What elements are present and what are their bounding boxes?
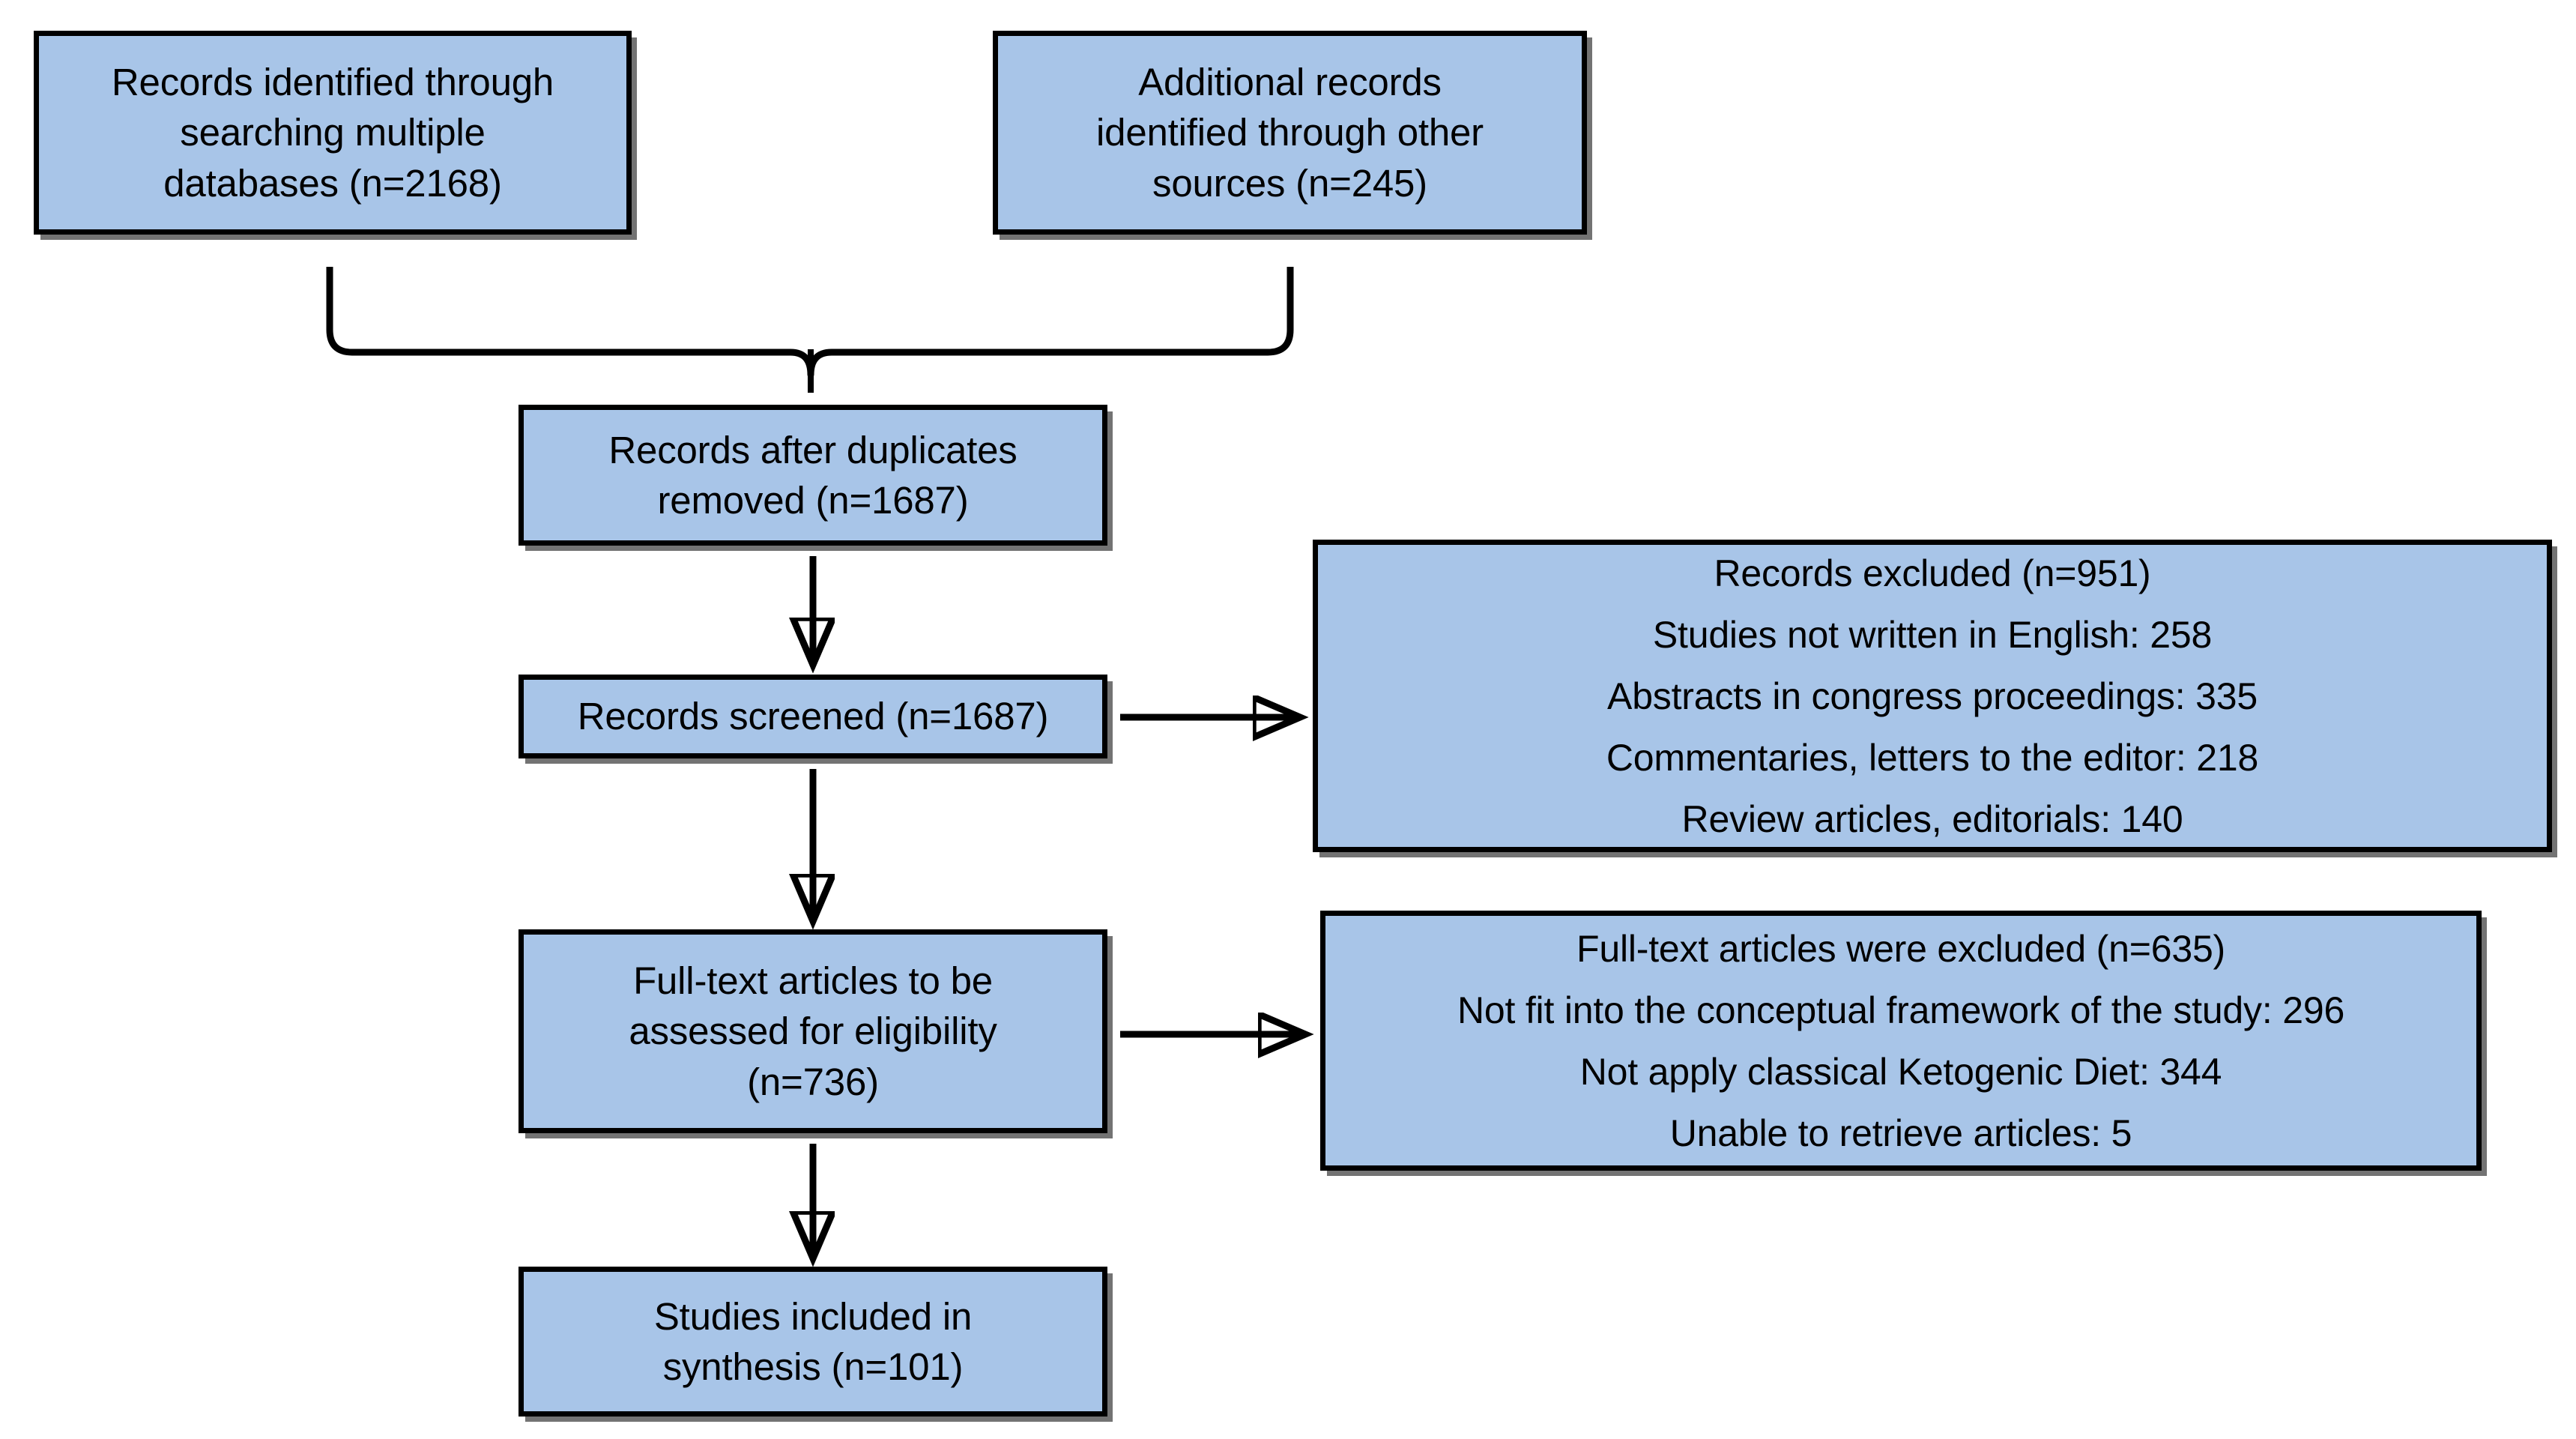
fulltext-excluded-line: Full-text articles were excluded (n=635) [1576,927,2225,970]
fulltext-excluded-line: Not apply classical Ketogenic Diet: 344 [1579,1050,2222,1093]
node-additional-records-other-sources: Additional records identified through ot… [993,31,1587,235]
records-excluded-line-list: Records excluded (n=951) Studies not wri… [1318,549,2547,844]
node-records-screened: Records screened (n=1687) [518,675,1107,758]
node-fulltext-articles-excluded: Full-text articles were excluded (n=635)… [1320,911,2482,1171]
fulltext-excluded-line: Not fit into the conceptual framework of… [1457,989,2345,1031]
node-additional-records-other-sources-label: Additional records identified through ot… [1096,61,1484,205]
node-studies-included-in-synthesis: Studies included in synthesis (n=101) [518,1267,1107,1417]
node-records-excluded: Records excluded (n=951) Studies not wri… [1313,540,2552,852]
node-fulltext-articles-assessed-label: Full-text articles to be assessed for el… [629,959,997,1103]
node-records-identified-databases: Records identified through searching mul… [34,31,632,235]
node-fulltext-articles-assessed: Full-text articles to be assessed for el… [518,929,1107,1133]
records-excluded-line: Review articles, editorials: 140 [1681,797,2183,840]
records-excluded-line: Abstracts in congress proceedings: 335 [1607,675,2258,717]
node-records-after-duplicates-removed: Records after duplicates removed (n=1687… [518,405,1107,546]
node-studies-included-in-synthesis-label: Studies included in synthesis (n=101) [653,1294,973,1388]
records-excluded-line: Commentaries, letters to the editor: 218 [1606,736,2259,779]
records-excluded-line: Records excluded (n=951) [1714,552,2151,594]
node-records-identified-databases-label: Records identified through searching mul… [111,61,554,205]
merge-brace-connector [326,267,1294,393]
fulltext-excluded-line: Unable to retrieve articles: 5 [1669,1111,2132,1154]
fulltext-excluded-line-list: Full-text articles were excluded (n=635)… [1325,924,2476,1158]
records-excluded-line: Studies not written in English: 258 [1652,613,2213,656]
node-records-screened-label: Records screened (n=1687) [577,695,1049,738]
node-records-after-duplicates-removed-label: Records after duplicates removed (n=1687… [608,428,1018,522]
